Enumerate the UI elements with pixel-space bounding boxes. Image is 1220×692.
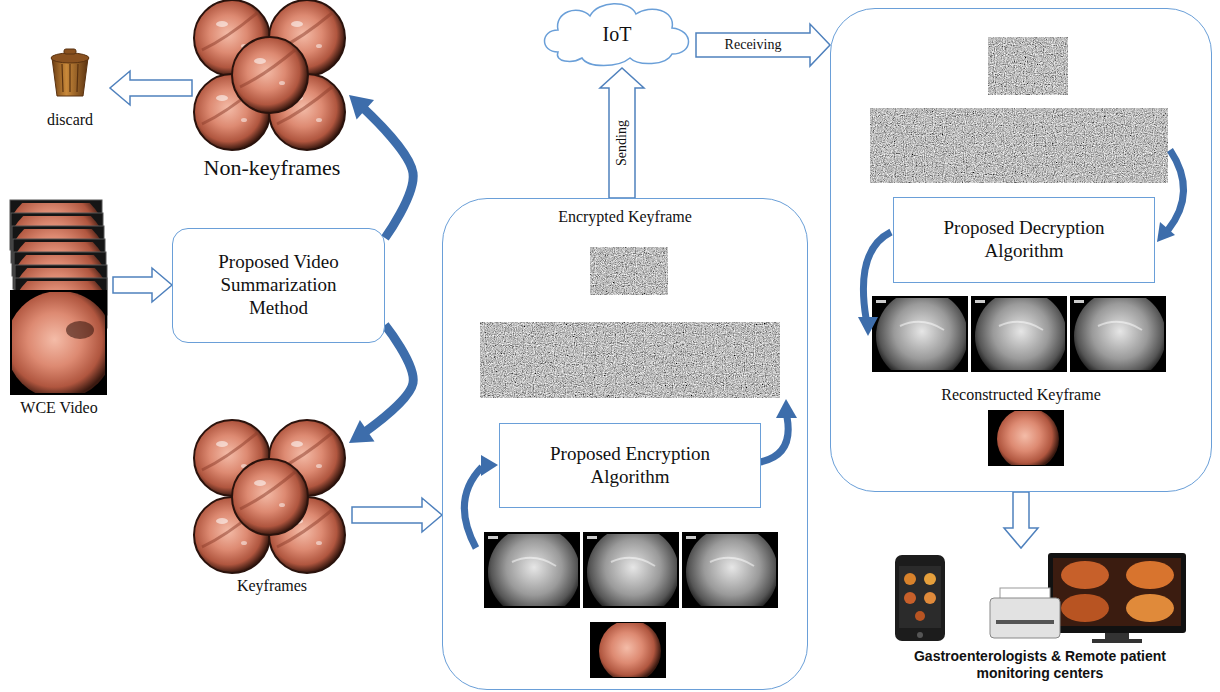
cloud: IoT [538,0,696,68]
edge-label: Sending [614,118,629,168]
frame-cluster [194,420,345,573]
node-label: Non-keyframes [204,155,341,181]
cloud-shape [545,4,689,66]
printer-icon [990,588,1060,638]
connector [110,71,192,105]
arrowhead [349,420,375,443]
grayscale-frames [872,290,1166,382]
flow-arrow [858,150,1184,336]
block-arrow [1004,492,1038,548]
box-label: Proposed Encryption Algorithm [530,443,730,489]
icon-label: Gastroenterologists & Remote patient mon… [880,548,1200,688]
process-box: Proposed Encryption Algorithm [499,423,761,508]
image-group: Keyframes [192,418,352,598]
node-label: discard [47,110,93,129]
noise-image [870,37,1168,183]
box-label: Proposed Decryption Algorithm [924,217,1124,263]
phone-icon [895,555,945,641]
block-arrow [600,68,644,198]
node-label: Reconstructed Keyframe [941,385,1100,404]
node-label: Gastroenterologists & Remote patient mon… [880,648,1200,682]
block-arrow [110,71,192,105]
trash-icon [51,49,89,96]
node-label: IoT [603,22,632,46]
grayscale-frames [484,526,778,618]
process-box: Proposed Decryption Algorithm [893,197,1155,283]
arrowhead [349,95,374,119]
workstation-icon [1048,553,1186,643]
block-arrow [696,24,830,66]
box-label: Proposed Video Summarization Method [209,251,348,319]
node-label: WCE Video [20,398,97,417]
process-box: Proposed Video Summarization Method [172,228,385,343]
block-arrow [352,498,442,532]
image-group: Non-keyframes [192,0,352,190]
flow-arrow [464,399,797,548]
block-arrow [113,268,172,302]
panel: Encrypted KeyframeProposed Encryption Al… [442,198,808,690]
icon-label: discard [30,40,110,135]
curved-arrow [349,95,413,238]
noise-image [480,247,780,398]
panel: Reconstructed Keyframe Proposed Decryptio… [830,8,1212,492]
node-label: Encrypted Keyframe [558,207,692,226]
connector [352,498,442,532]
color-frame [988,408,1064,470]
color-frame [590,620,666,682]
connector [696,24,830,66]
connector [113,268,172,302]
video-stack [6,190,114,399]
connector [1004,492,1038,548]
image-group: WCE Video [5,195,113,420]
connector [600,68,644,198]
frame-cluster [194,0,345,150]
node-label: Keyframes [237,576,307,595]
connector [349,95,413,238]
edge-label: Receiving [723,37,784,52]
